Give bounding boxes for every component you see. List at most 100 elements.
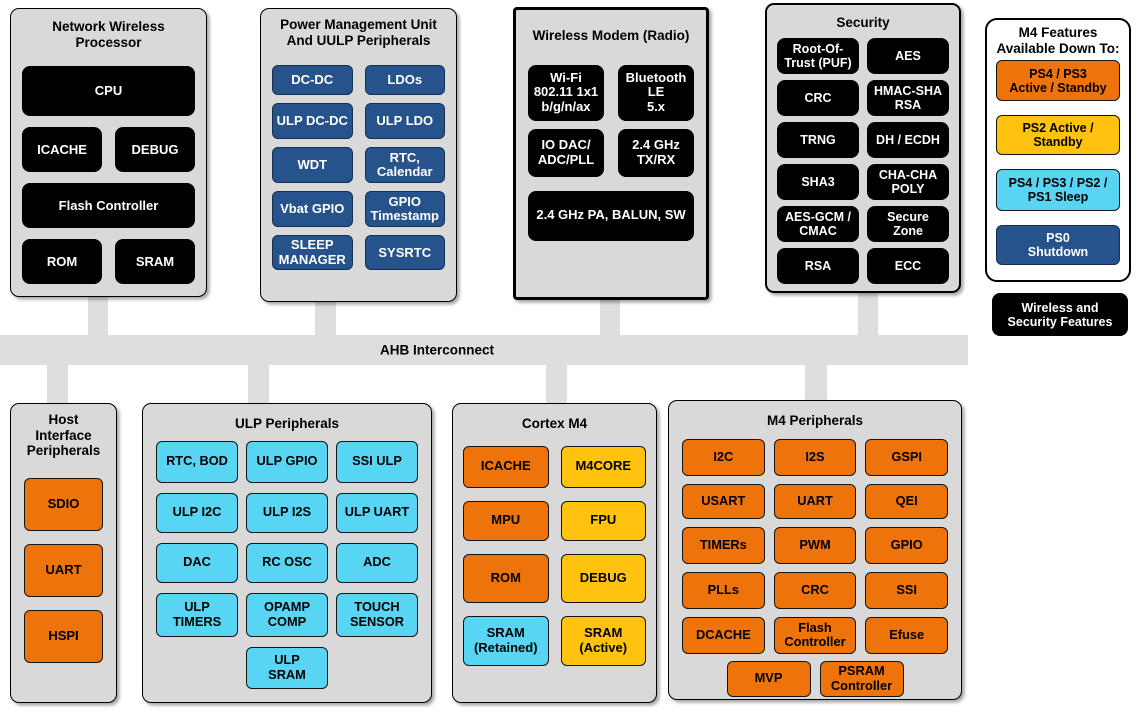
section-ulp-peripherals: ULP Peripherals RTC, BOD ULP GPIO SSI UL… bbox=[142, 403, 432, 703]
block-nwp-icache: ICACHE bbox=[22, 127, 102, 173]
block-hspi: HSPI bbox=[24, 609, 103, 663]
block-mpu: MPU bbox=[463, 500, 549, 541]
legend-ps2-active-standby: PS2 Active / Standby bbox=[996, 115, 1120, 156]
block-dcdc: DC-DC bbox=[272, 65, 353, 96]
section-title: Wireless Modem (Radio) bbox=[532, 28, 690, 43]
connector-m4p bbox=[805, 364, 827, 401]
block-sram-active: SRAM (Active) bbox=[560, 615, 646, 666]
block-ulp-i2c: ULP I2C bbox=[156, 492, 238, 533]
block-m4-crc: CRC bbox=[773, 571, 857, 609]
block-m4-debug: DEBUG bbox=[560, 553, 646, 603]
block-sysrtc: SYSRTC bbox=[364, 235, 445, 271]
block-sha3: SHA3 bbox=[777, 163, 859, 200]
section-title: Host Interface Peripherals bbox=[26, 412, 101, 459]
block-rsa: RSA bbox=[777, 247, 859, 284]
connector-cortex bbox=[546, 364, 567, 404]
block-m4-uart: UART bbox=[773, 483, 857, 519]
block-rc-osc: RC OSC bbox=[246, 542, 328, 583]
section-title: Cortex M4 bbox=[521, 416, 588, 431]
block-m4-icache: ICACHE bbox=[463, 445, 549, 488]
block-pwm: PWM bbox=[773, 526, 857, 564]
block-ssi: SSI bbox=[865, 571, 948, 609]
connector-ulp bbox=[248, 364, 269, 404]
block-adc: ADC bbox=[336, 542, 418, 583]
block-ulp-sram: ULP SRAM bbox=[246, 646, 328, 689]
block-dh-ecdh: DH / ECDH bbox=[867, 121, 949, 158]
block-host-uart: UART bbox=[24, 543, 103, 597]
block-opamp-comp: OPAMP COMP bbox=[246, 592, 328, 637]
block-timers: TIMERs bbox=[682, 526, 765, 564]
block-plls: PLLs bbox=[682, 571, 765, 609]
block-dac: DAC bbox=[156, 542, 238, 583]
block-ulp-ldo: ULP LDO bbox=[364, 103, 445, 140]
block-hmac-sha-rsa: HMAC-SHA RSA bbox=[867, 79, 949, 116]
block-i2c: I2C bbox=[682, 438, 765, 476]
ahb-interconnect-bar: AHB Interconnect bbox=[0, 335, 968, 365]
section-title: ULP Peripherals bbox=[234, 416, 340, 431]
block-ulp-i2s: ULP I2S bbox=[246, 492, 328, 533]
legend-title: M4 Features Available Down To: bbox=[996, 25, 1120, 56]
block-fpu: FPU bbox=[560, 500, 646, 541]
block-vbat-gpio: Vbat GPIO bbox=[272, 191, 353, 228]
block-io-dac-adc-pll: IO DAC/ ADC/PLL bbox=[528, 128, 604, 177]
block-sdio: SDIO bbox=[24, 477, 103, 531]
block-ulp-uart: ULP UART bbox=[336, 492, 418, 533]
block-nwp-cpu: CPU bbox=[22, 66, 195, 117]
block-wdt: WDT bbox=[272, 147, 353, 184]
section-cortex-m4: Cortex M4 ICACHE M4CORE MPU FPU ROM DEBU… bbox=[452, 403, 657, 703]
section-title: Power Management Unit And UULP Periphera… bbox=[280, 17, 437, 48]
block-24ghz-pa-balun-sw: 2.4 GHz PA, BALUN, SW bbox=[528, 190, 694, 241]
block-touch-sensor: TOUCH SENSOR bbox=[336, 592, 418, 637]
block-sleep-manager: SLEEP MANAGER bbox=[272, 235, 353, 271]
block-usart: USART bbox=[682, 483, 765, 519]
connector-host bbox=[47, 364, 68, 404]
section-title: Security bbox=[836, 15, 890, 30]
note-wireless-security-features: Wireless and Security Features bbox=[992, 293, 1128, 336]
legend-ps0-shutdown: PS0 Shutdown bbox=[996, 225, 1120, 266]
block-mvp: MVP bbox=[726, 660, 811, 697]
block-m4core: M4CORE bbox=[560, 445, 646, 488]
block-ulp-dcdc: ULP DC-DC bbox=[272, 103, 353, 140]
connector-modem bbox=[600, 299, 620, 336]
block-chacha-poly: CHA-CHA POLY bbox=[867, 163, 949, 200]
block-m4-flash-controller: Flash Controller bbox=[773, 616, 857, 654]
block-ulp-timers: ULP TIMERS bbox=[156, 592, 238, 637]
block-dcache: DCACHE bbox=[682, 616, 765, 654]
legend-ps4-ps3-ps2-ps1-sleep: PS4 / PS3 / PS2 / PS1 Sleep bbox=[996, 169, 1120, 212]
block-efuse: Efuse bbox=[865, 616, 948, 654]
legend-ps4-ps3-active-standby: PS4 / PS3 Active / Standby bbox=[996, 60, 1120, 102]
block-trng: TRNG bbox=[777, 121, 859, 158]
block-secure-zone: Secure Zone bbox=[867, 205, 949, 242]
connector-nwp bbox=[88, 296, 108, 336]
block-root-of-trust: Root-Of- Trust (PUF) bbox=[777, 37, 859, 74]
section-title: Network Wireless Processor bbox=[52, 19, 165, 50]
block-sram-retained: SRAM (Retained) bbox=[463, 615, 549, 666]
block-m4-rom: ROM bbox=[463, 553, 549, 603]
block-24ghz-txrx: 2.4 GHz TX/RX bbox=[618, 128, 694, 177]
block-nwp-rom: ROM bbox=[22, 239, 102, 285]
block-qei: QEI bbox=[865, 483, 948, 519]
ahb-interconnect-label: AHB Interconnect bbox=[379, 342, 495, 358]
block-crc: CRC bbox=[777, 79, 859, 116]
block-nwp-debug: DEBUG bbox=[115, 127, 195, 173]
block-gpio-timestamp: GPIO Timestamp bbox=[364, 191, 445, 228]
block-wifi: Wi-Fi 802.11 1x1 b/g/n/ax bbox=[528, 64, 604, 121]
block-gpio: GPIO bbox=[865, 526, 948, 564]
section-power-management-unit: Power Management Unit And UULP Periphera… bbox=[260, 8, 457, 302]
block-nwp-flash-controller: Flash Controller bbox=[22, 183, 195, 229]
block-aes-gcm-cmac: AES-GCM / CMAC bbox=[777, 205, 859, 242]
block-ulp-gpio: ULP GPIO bbox=[246, 440, 328, 483]
block-rtc-calendar: RTC, Calendar bbox=[364, 147, 445, 184]
section-security: Security Root-Of- Trust (PUF) AES CRC HM… bbox=[765, 3, 961, 293]
section-title: M4 Peripherals bbox=[766, 413, 864, 428]
block-bluetooth-le: Bluetooth LE 5.x bbox=[618, 64, 694, 121]
block-i2s: I2S bbox=[773, 438, 857, 476]
block-rtc-bod: RTC, BOD bbox=[156, 440, 238, 483]
block-aes: AES bbox=[867, 37, 949, 74]
section-network-wireless-processor: Network Wireless Processor CPU ICACHE DE… bbox=[10, 8, 207, 297]
block-nwp-sram: SRAM bbox=[115, 239, 195, 285]
block-ecc: ECC bbox=[867, 247, 949, 284]
section-m4-peripherals: M4 Peripherals I2C I2S GSPI USART UART Q… bbox=[668, 400, 962, 700]
connector-security bbox=[858, 292, 878, 336]
